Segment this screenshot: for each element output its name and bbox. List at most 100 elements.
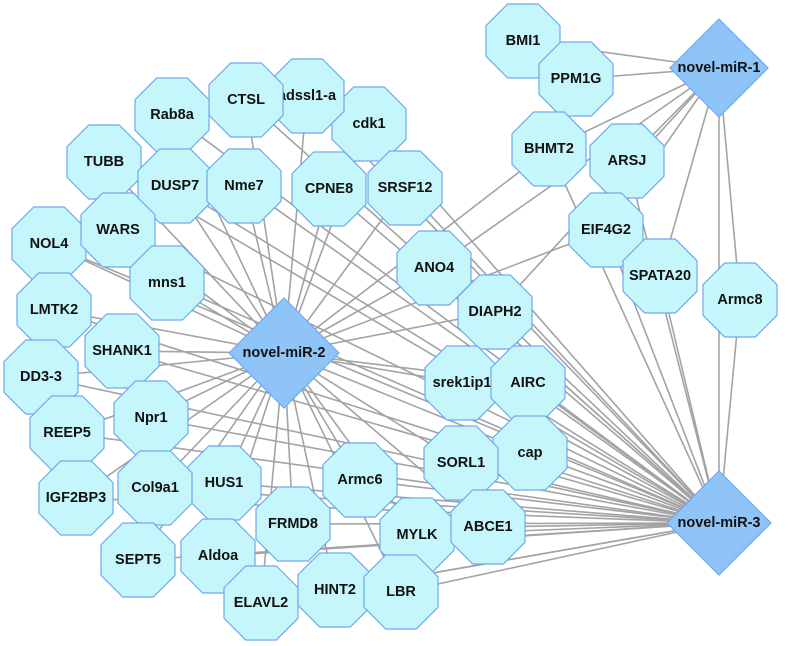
octagon-shape	[100, 522, 176, 598]
node-label: ABCE1	[463, 519, 512, 535]
mirna-node-novel-mir-2: novel-miR-2	[228, 297, 340, 409]
node-label: SEPT5	[115, 552, 161, 568]
gene-node-hus1: HUS1	[186, 445, 262, 521]
node-label: CPNE8	[305, 181, 353, 197]
gene-node-npr1: Npr1	[113, 380, 189, 456]
node-label: SPATA20	[629, 268, 691, 284]
edge-novel-mir-3-lmtk2	[53, 309, 720, 524]
gene-node-dusp7: DUSP7	[137, 148, 213, 224]
node-label: ARSJ	[608, 153, 647, 169]
gene-node-sept5: SEPT5	[100, 522, 176, 598]
octagon-shape	[511, 111, 587, 187]
node-label: Aldoa	[198, 548, 239, 564]
gene-node-sorl1: SORL1	[423, 425, 499, 501]
node-label: NOL4	[30, 236, 69, 252]
diamond-shape	[228, 297, 340, 409]
node-label: EIF4G2	[581, 222, 631, 238]
octagon-shape	[622, 238, 698, 314]
gene-node-armc6: Armc6	[322, 442, 398, 518]
mirna-node-novel-mir-3: novel-miR-3	[666, 470, 772, 576]
octagon-shape	[208, 62, 284, 138]
node-label: cap	[518, 445, 543, 461]
gene-node-mns1: mns1	[129, 245, 205, 321]
diamond-shape	[669, 18, 769, 118]
octagon-shape	[322, 442, 398, 518]
node-label: REEP5	[43, 425, 91, 441]
diamond-shape	[666, 470, 772, 576]
gene-node-rab8a: Rab8a	[134, 77, 210, 153]
octagon-shape	[485, 3, 561, 79]
gene-node-ctsl: CTSL	[208, 62, 284, 138]
gene-node-hint2: HINT2	[297, 552, 373, 628]
octagon-shape	[137, 148, 213, 224]
gene-node-airc: AIRC	[490, 345, 566, 421]
node-label: HINT2	[314, 582, 356, 598]
node-label: Nme7	[224, 178, 264, 194]
node-label: SHANK1	[92, 343, 152, 359]
octagon-shape	[84, 313, 160, 389]
octagon-shape	[538, 41, 614, 117]
gene-node-elavl2: ELAVL2	[223, 565, 299, 641]
gene-node-cpne8: CPNE8	[291, 151, 367, 227]
gene-node-srek1ip1: srek1ip1	[424, 345, 500, 421]
gene-node-ppm1g: PPM1G	[538, 41, 614, 117]
node-label: AIRC	[510, 375, 546, 391]
node-label: DIAPH2	[468, 304, 521, 320]
node-label: Col9a1	[131, 480, 179, 496]
node-label: cdk1	[352, 116, 385, 132]
gene-node-lbr: LBR	[363, 554, 439, 630]
gene-node-bmi1: BMI1	[485, 3, 561, 79]
node-label: MYLK	[396, 527, 438, 543]
node-label: WARS	[96, 222, 140, 238]
octagon-shape	[492, 415, 568, 491]
node-label: novel-miR-1	[678, 60, 761, 76]
node-label: FRMD8	[268, 516, 318, 532]
node-label: ELAVL2	[234, 595, 289, 611]
edge-novel-mir-3-wars	[117, 229, 720, 524]
octagon-shape	[117, 450, 193, 526]
gene-node-col9a1: Col9a1	[117, 450, 193, 526]
gene-node-cdk1: cdk1	[331, 86, 407, 162]
node-label: CTSL	[227, 92, 265, 108]
gene-node-nol4: NOL4	[11, 206, 87, 282]
gene-node-srsf12: SRSF12	[367, 150, 443, 226]
gene-node-tubb: TUBB	[66, 124, 142, 200]
gene-node-spata20: SPATA20	[622, 238, 698, 314]
octagon-shape	[457, 274, 533, 350]
gene-node-cap: cap	[492, 415, 568, 491]
node-label: PPM1G	[551, 71, 602, 87]
octagon-shape	[702, 262, 778, 338]
edge-novel-mir-3-lbr	[400, 522, 720, 593]
gene-node-bhmt2: BHMT2	[511, 111, 587, 187]
gene-node-nme7: Nme7	[206, 148, 282, 224]
edge-novel-mir-3-tubb	[103, 161, 720, 524]
gene-node-eif4g2: EIF4G2	[568, 192, 644, 268]
node-label: BHMT2	[524, 141, 574, 157]
node-label: srek1ip1	[433, 375, 492, 391]
gene-node-frmd8: FRMD8	[255, 486, 331, 562]
octagon-shape	[568, 192, 644, 268]
gene-node-reep5: REEP5	[29, 395, 105, 471]
edge-novel-mir-3-shank1	[121, 350, 720, 524]
gene-node-armc8: Armc8	[702, 262, 778, 338]
node-label: mns1	[148, 275, 186, 291]
node-label: Npr1	[134, 410, 167, 426]
node-label: DUSP7	[151, 178, 199, 194]
node-label: adssl1-a	[278, 88, 337, 104]
node-label: novel-miR-3	[678, 515, 761, 531]
octagon-shape	[129, 245, 205, 321]
octagon-shape	[255, 486, 331, 562]
node-label: Rab8a	[150, 107, 194, 123]
node-label: Armc6	[337, 472, 382, 488]
node-label: SORL1	[437, 455, 485, 471]
octagon-shape	[291, 151, 367, 227]
node-label: TUBB	[84, 154, 124, 170]
node-label: ANO4	[414, 260, 454, 276]
edge-novel-mir-2-cap	[283, 352, 531, 454]
node-label: DD3-3	[20, 369, 62, 385]
octagon-shape	[363, 554, 439, 630]
octagon-shape	[297, 552, 373, 628]
octagon-shape	[206, 148, 282, 224]
node-label: LMTK2	[30, 302, 78, 318]
